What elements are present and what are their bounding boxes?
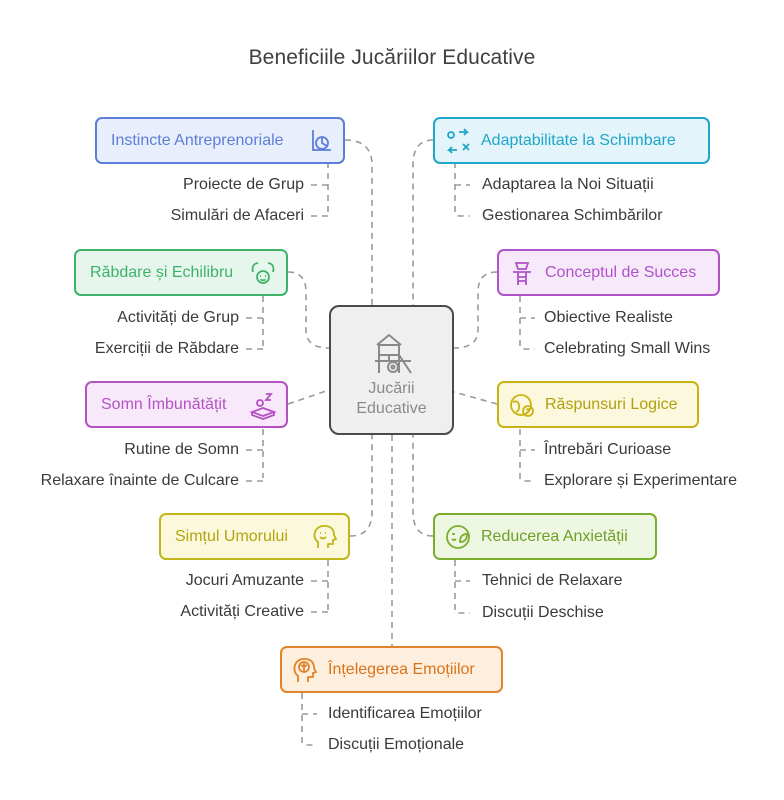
node-adaptabilitate-la-schimbare: Adaptabilitate la Schimbare	[433, 117, 710, 164]
node-label: Răbdare și Echilibru	[90, 263, 234, 281]
node-label: Somn Îmbunătățit	[101, 395, 227, 413]
node-rabdare-si-echilibru: Răbdare și Echilibru	[74, 249, 288, 296]
node-label: Reducerea Anxietății	[481, 527, 628, 545]
node-label: Conceptul de Succes	[545, 263, 697, 281]
sub-item: Gestionarea Schimbărilor	[482, 207, 663, 224]
sub-item: Relaxare înainte de Culcare	[40, 472, 239, 489]
sub-item: Obiective Realiste	[544, 309, 673, 326]
swap-arrows-icon	[446, 127, 470, 154]
calm-face-icon	[251, 261, 275, 284]
node-simtul-umorului: Simțul Umorului	[159, 513, 350, 560]
sub-item: Celebrating Small Wins	[544, 340, 711, 357]
sub-item: Proiecte de Grup	[183, 176, 304, 193]
sub-item: Exerciții de Răbdare	[94, 340, 239, 357]
sub-item: Jocuri Amuzante	[185, 572, 304, 589]
sub-item: Discuții Deschise	[482, 604, 604, 621]
sub-item: Discuții Emoționale	[328, 736, 465, 753]
node-label: Adaptabilitate la Schimbare	[481, 131, 676, 149]
sub-item: Adaptarea la Noi Situații	[482, 176, 654, 193]
brain-head-icon	[293, 657, 318, 682]
sub-item: Activități de Grup	[117, 309, 239, 326]
sleep-icon	[249, 392, 277, 420]
node-somn-imbunatatit: Somn Îmbunătățit	[85, 381, 288, 428]
node-reducerea-anxietatii: Reducerea Anxietății	[433, 513, 657, 560]
node-label: Instincte Antreprenoriale	[111, 131, 284, 149]
sub-item: Tehnici de Relaxare	[482, 572, 623, 589]
sub-item: Explorare și Experimentare	[544, 472, 737, 489]
node-raspunsuri-logice: Răspunsuri Logice	[497, 381, 699, 428]
globe-question-icon	[510, 393, 534, 417]
sub-item: Simulări de Afaceri	[170, 207, 304, 224]
chart-pie-icon	[312, 129, 331, 151]
node-label: Simțul Umorului	[175, 527, 288, 545]
trophy-ladder-icon	[513, 261, 531, 285]
smiling-head-icon	[313, 524, 338, 548]
diagram-title: Beneficiile Jucăriilor Educative	[248, 46, 536, 69]
playground-icon	[375, 334, 412, 374]
mind-leaf-icon	[446, 524, 470, 549]
sub-item: Identificarea Emoțiilor	[328, 705, 482, 722]
node-label: Răspunsuri Logice	[545, 395, 678, 413]
node-intelegerea-emotiilor: Înțelegerea Emoțiilor	[280, 646, 503, 693]
sub-item: Activități Creative	[180, 603, 304, 620]
sub-item: Întrebări Curioase	[544, 441, 672, 458]
node-conceptul-de-succes: Conceptul de Succes	[497, 249, 720, 296]
central-node-label: Jucării Educative	[356, 380, 427, 417]
sub-item: Rutine de Somn	[124, 441, 239, 458]
node-instincte-antreprenoriale: Instincte Antreprenoriale	[95, 117, 345, 164]
node-label: Înțelegerea Emoțiilor	[328, 660, 475, 678]
central-node: Jucării Educative	[329, 305, 454, 435]
